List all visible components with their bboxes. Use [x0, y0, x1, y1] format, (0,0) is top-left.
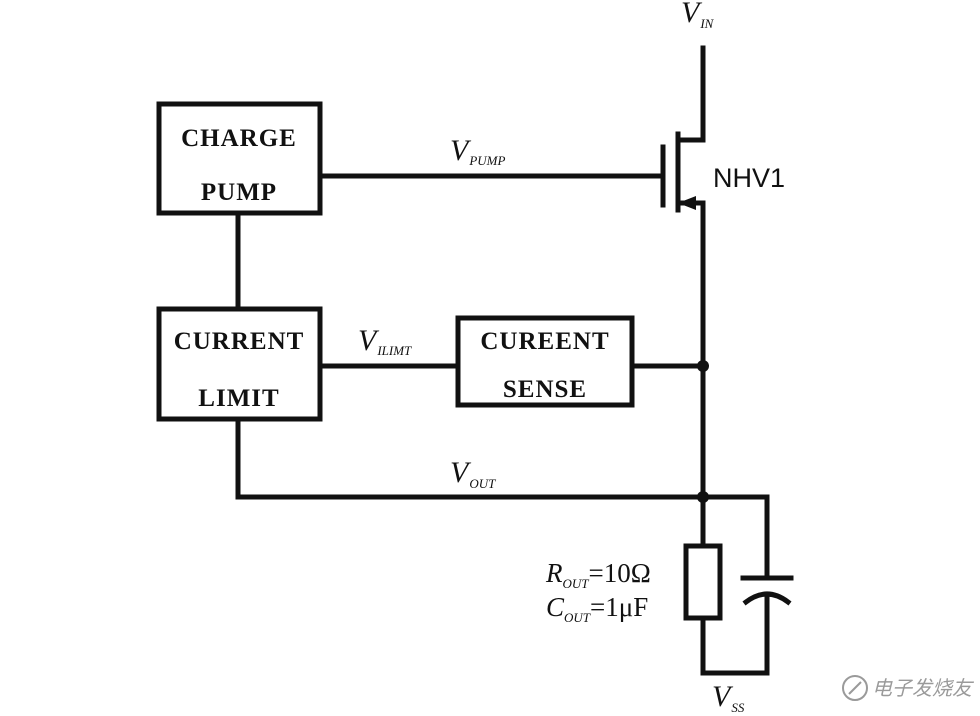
watermark-logo-icon — [842, 675, 868, 701]
watermark-text: 电子发烧友 — [872, 676, 975, 700]
junction-dot-sense — [697, 360, 709, 372]
wire-vout — [235, 416, 770, 581]
current-limit-block: CURRENT LIMIT — [156, 306, 323, 422]
vilimit-label: VILIMT — [358, 324, 412, 358]
watermark-logo-mark — [848, 681, 862, 695]
vss-label: VSS — [712, 680, 745, 715]
current-sense-block: CUREENT SENSE — [455, 315, 635, 408]
charge-pump-box — [156, 101, 323, 216]
charge-pump-block: CHARGE PUMP — [156, 101, 323, 216]
watermark: 电子发烧友 — [842, 675, 975, 701]
current-limit-line1: CURRENT — [174, 328, 305, 355]
charge-pump-line1: CHARGE — [181, 125, 297, 152]
resistor-body — [683, 543, 723, 621]
current-sense-line1: CUREENT — [480, 328, 609, 355]
resistor-icon — [683, 494, 723, 621]
vout-label: VOUT — [450, 456, 496, 491]
nmos-transistor-icon — [660, 131, 696, 213]
current-limit-box — [156, 306, 323, 422]
r-out-label: ROUT=10Ω — [545, 558, 651, 591]
vpump-label: VPUMP — [450, 134, 505, 168]
wire-vin-drain — [675, 45, 706, 143]
charge-pump-line2: PUMP — [201, 179, 277, 206]
current-sense-box — [455, 315, 635, 408]
c-out-label: COUT=1μF — [546, 592, 648, 625]
transistor-source-arrow — [678, 196, 696, 210]
transistor-label: NHV1 — [713, 163, 785, 193]
current-sense-line2: SENSE — [503, 376, 587, 403]
vin-label: VIN — [681, 0, 715, 31]
wire-cap-bottom — [700, 595, 770, 676]
capacitor-icon — [740, 575, 794, 606]
current-limit-line2: LIMIT — [198, 385, 279, 412]
capacitor-plate-bottom — [742, 591, 792, 606]
